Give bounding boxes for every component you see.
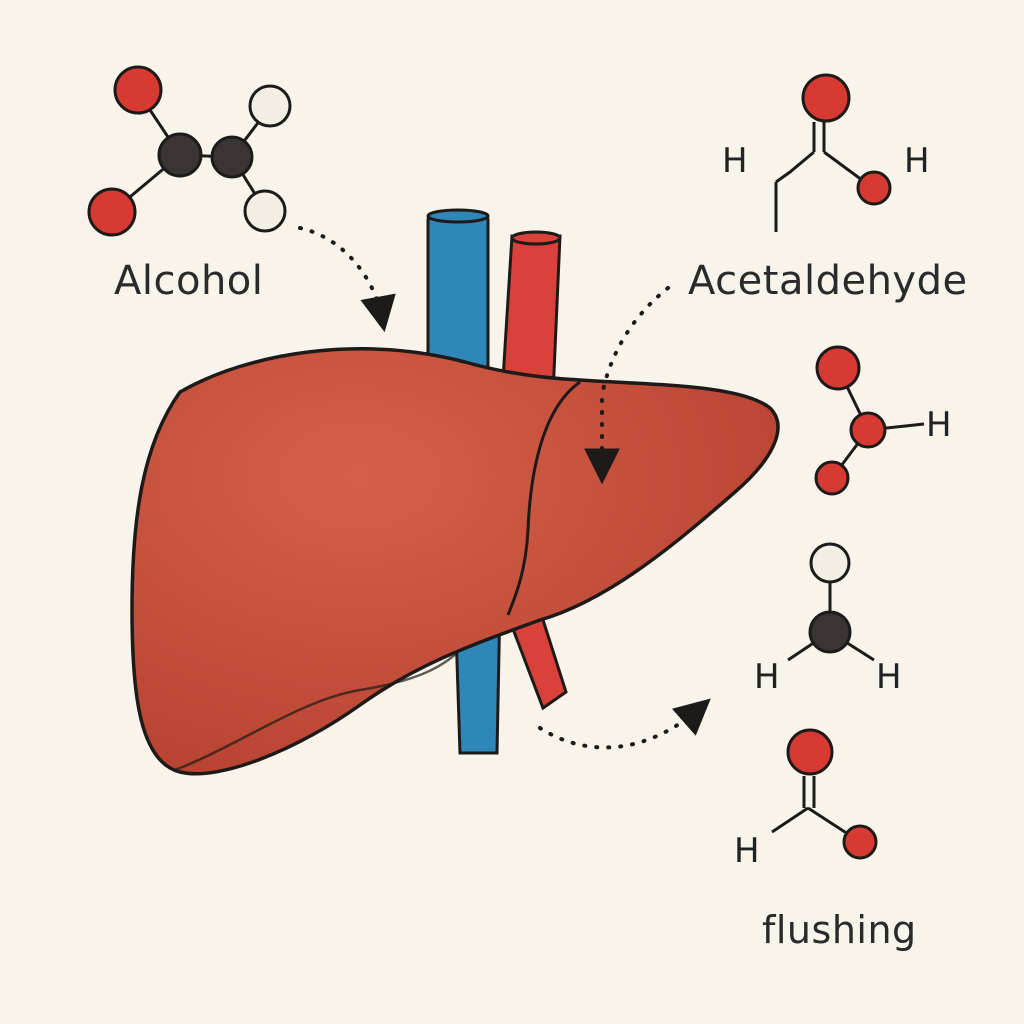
- dotted-arrows: [298, 226, 711, 750]
- alcohol-molecule: [87, 65, 292, 237]
- liver: [130, 347, 780, 776]
- oxygen-atom: [842, 824, 878, 860]
- acetaldehyde-molecule: H H: [722, 73, 930, 232]
- hydrogen-symbol: H: [904, 141, 930, 181]
- liver-lower-fold: [174, 649, 461, 772]
- oxygen-atom: [786, 728, 834, 776]
- carbon-atom: [808, 610, 852, 654]
- oxygen-atom: [113, 65, 163, 115]
- oxygen-atom: [815, 345, 861, 391]
- oxygen-atom: [856, 170, 892, 206]
- arrow-alcohol-to-liver: [298, 226, 396, 333]
- acetaldehyde-label: Acetaldehyde: [688, 258, 968, 304]
- arrow-acetaldehyde-to-liver: [600, 286, 670, 397]
- hydrogen-symbol: H: [926, 405, 952, 445]
- carbon-atom: [157, 132, 203, 178]
- hydrogen-atom: [248, 84, 292, 128]
- hydrogen-symbol: H: [876, 657, 902, 697]
- methyl-molecule: H H: [754, 542, 902, 697]
- aldehyde-molecule: H: [734, 728, 878, 871]
- liver-lobe-line: [506, 380, 581, 616]
- liver-body: [130, 347, 780, 776]
- hydroxyl-molecule: H: [814, 345, 952, 496]
- hydrogen-symbol: H: [722, 141, 748, 181]
- alcohol-label: Alcohol: [114, 258, 264, 304]
- arrow-liver-to-products: [538, 698, 711, 750]
- oxygen-atom: [87, 187, 137, 237]
- hydrogen-symbol: H: [734, 831, 760, 871]
- carbon-atom: [210, 135, 254, 179]
- oxygen-atom: [801, 73, 851, 123]
- oxygen-atom: [849, 411, 887, 449]
- oxygen-atom: [814, 460, 850, 496]
- hydrogen-atom: [243, 189, 287, 233]
- hydrogen-atom: [809, 542, 851, 584]
- flushing-label: flushing: [762, 908, 917, 952]
- hydrogen-symbol: H: [754, 657, 780, 697]
